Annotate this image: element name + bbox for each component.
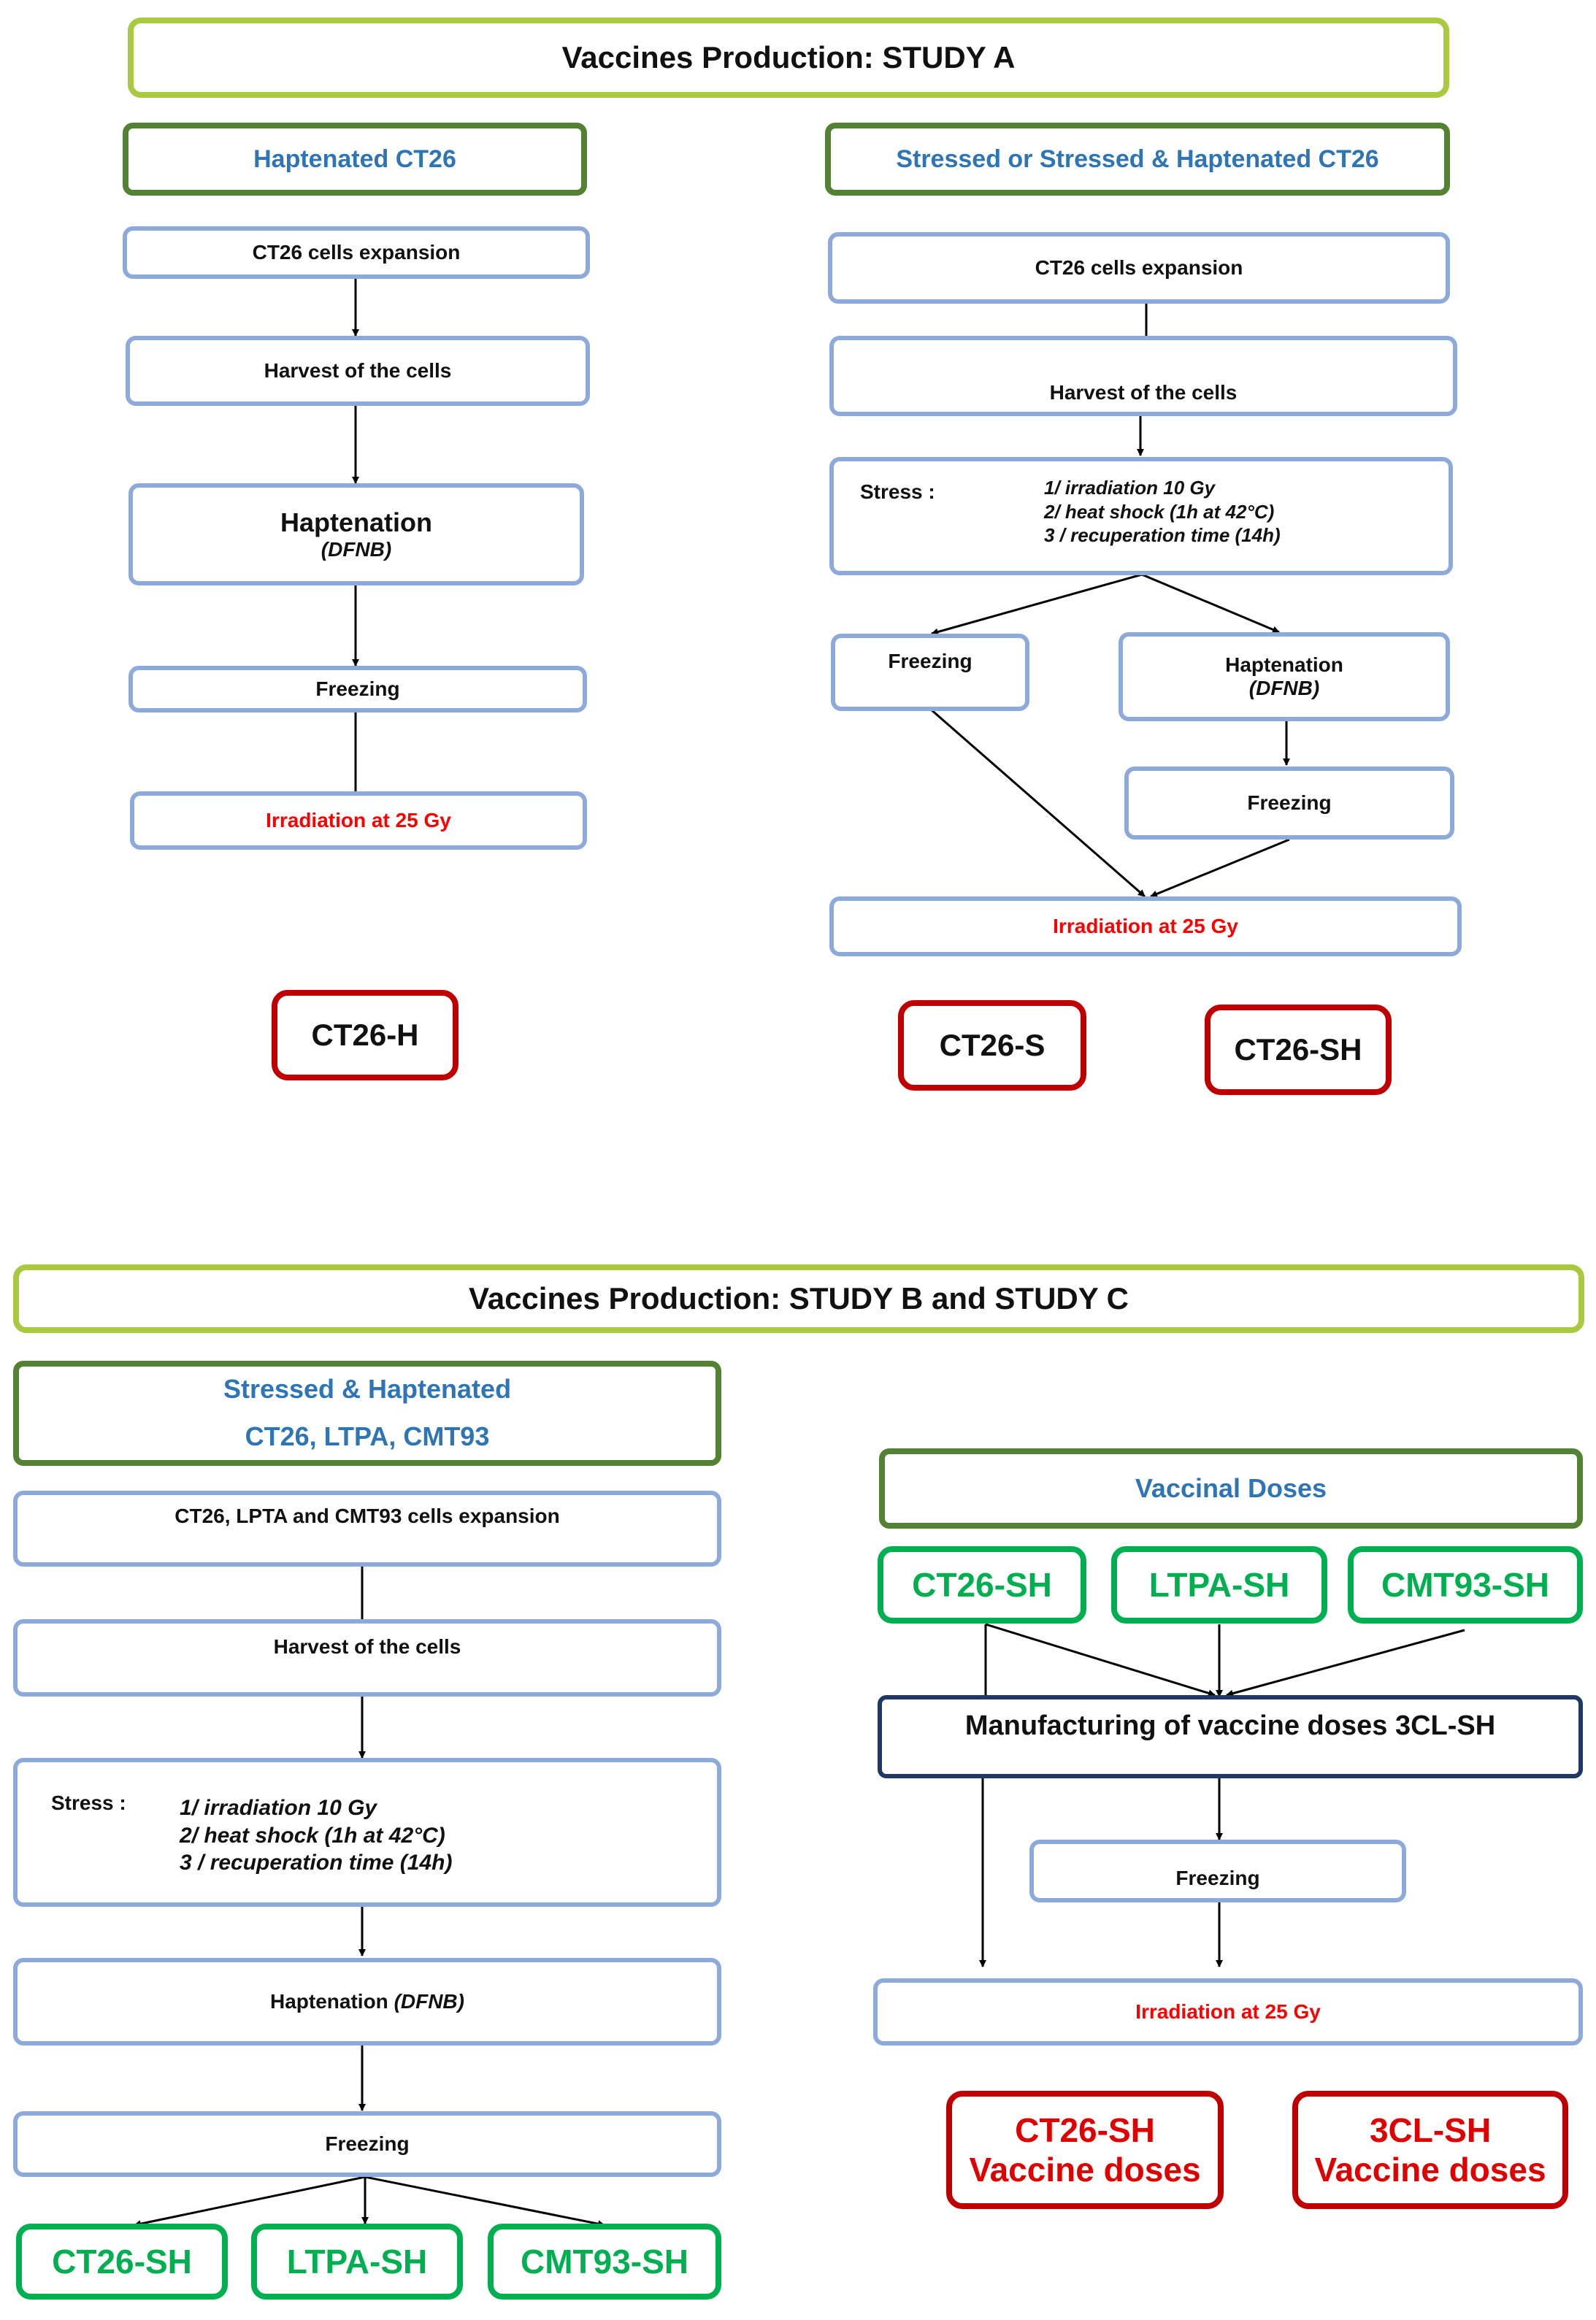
arrow-bc-left-7 <box>364 2175 605 2228</box>
study-a-left-haptenation-text: Haptenation <box>280 507 432 537</box>
study-bc-left-freezing: Freezing <box>13 2111 721 2177</box>
study-bc-stress-step-2: 2/ heat shock (1h at 42°C) <box>180 1823 445 1848</box>
study-bc-left-haptenation: Haptenation (DFNB) <box>13 1958 721 2046</box>
study-a-left-expansion-text: CT26 cells expansion <box>252 241 461 264</box>
study-bc-right-input-cmt93-sh-text: CMT93-SH <box>1381 1566 1550 1604</box>
study-bc-output-ct26-sh-doses: CT26-SH Vaccine doses <box>946 2091 1224 2209</box>
study-a-product-ct26-sh-text: CT26-SH <box>1234 1032 1362 1067</box>
study-a-left-irradiation: Irradiation at 25 Gy <box>130 791 587 850</box>
study-bc-left-header: Stressed & Haptenated CT26, LTPA, CMT93 <box>13 1361 721 1466</box>
study-bc-left-header-line2: CT26, LTPA, CMT93 <box>245 1421 490 1451</box>
arrow-a-right-3 <box>931 573 1143 636</box>
study-a-stress-step-2: 2/ heat shock (1h at 42°C) <box>1044 500 1275 523</box>
study-a-right-freezing-right: Freezing <box>1124 767 1454 840</box>
study-bc-left-product-ltpa-sh: LTPA-SH <box>251 2224 463 2300</box>
arrow-a-right-6 <box>929 707 1146 898</box>
study-a-right-irradiation-text: Irradiation at 25 Gy <box>1053 915 1238 937</box>
arrow-a-right-4 <box>1141 573 1280 634</box>
study-bc-left-expansion: CT26, LPTA and CMT93 cells expansion <box>13 1491 721 1567</box>
study-bc-stress-steps: 1/ irradiation 10 Gy 2/ heat shock (1h a… <box>180 1794 452 1877</box>
study-a-stress-label: Stress : <box>860 480 935 503</box>
study-bc-right-input-ct26-sh: CT26-SH <box>878 1546 1086 1624</box>
study-a-left-header-text: Haptenated CT26 <box>253 145 456 173</box>
study-a-right-irradiation: Irradiation at 25 Gy <box>829 896 1462 956</box>
study-bc-left-expansion-text: CT26, LPTA and CMT93 cells expansion <box>174 1505 560 1527</box>
study-bc-left-freezing-text: Freezing <box>325 2132 410 2155</box>
study-bc-left-header-line1: Stressed & Haptenated <box>223 1374 512 1405</box>
arrow-bc-right-1 <box>985 1623 1216 1697</box>
study-bc-right-input-ltpa-sh-text: LTPA-SH <box>1148 1566 1290 1604</box>
study-bc-right-header: Vaccinal Doses <box>879 1448 1583 1529</box>
study-bc-right-manufacturing-text: Manufacturing of vaccine doses 3CL-SH <box>964 1710 1496 1741</box>
study-bc-right-input-ltpa-sh: LTPA-SH <box>1111 1546 1327 1624</box>
study-a-product-ct26-h: CT26-H <box>272 990 459 1080</box>
study-a-stress-step-3: 3 / recuperation time (14h) <box>1044 524 1281 546</box>
study-a-left-freezing-text: Freezing <box>315 677 400 700</box>
study-bc-left-harvest: Harvest of the cells <box>13 1619 721 1697</box>
study-a-right-stress: Stress : 1/ irradiation 10 Gy 2/ heat sh… <box>829 457 1453 575</box>
study-a-title: Vaccines Production: STUDY A <box>128 18 1449 98</box>
study-a-product-ct26-s: CT26-S <box>898 1000 1086 1091</box>
study-bc-left-product-cmt93-sh: CMT93-SH <box>488 2224 721 2300</box>
study-bc-right-manufacturing: Manufacturing of vaccine doses 3CL-SH <box>878 1695 1583 1778</box>
study-bc-title: Vaccines Production: STUDY B and STUDY C <box>13 1264 1584 1333</box>
arrow-bc-left-5 <box>134 2175 366 2228</box>
study-bc-output-ct26-sh-line1: CT26-SH <box>1015 2111 1155 2149</box>
arrow-a-right-7 <box>1150 838 1290 898</box>
study-a-right-expansion-text: CT26 cells expansion <box>1035 256 1243 279</box>
study-bc-right-freezing-text: Freezing <box>1175 1867 1260 1889</box>
study-a-left-irradiation-text: Irradiation at 25 Gy <box>266 809 451 831</box>
study-bc-stress-label: Stress : <box>51 1791 126 1814</box>
study-bc-left-haptenation-line: Haptenation (DFNB) <box>270 1990 464 2013</box>
study-bc-left-product-ltpa-sh-text: LTPA-SH <box>286 2243 428 2281</box>
study-bc-output-3cl-sh-doses: 3CL-SH Vaccine doses <box>1292 2091 1568 2209</box>
study-a-right-harvest: Harvest of the cells <box>829 336 1457 416</box>
study-a-right-haptenation: Haptenation (DFNB) <box>1119 632 1450 721</box>
study-bc-left-product-ct26-sh-text: CT26-SH <box>52 2243 192 2281</box>
study-bc-output-ct26-sh-line2: Vaccine doses <box>969 2151 1201 2189</box>
study-a-right-haptenation-agent: (DFNB) <box>1248 677 1320 699</box>
study-bc-right-irradiation-text: Irradiation at 25 Gy <box>1135 2000 1321 2023</box>
study-a-title-text: Vaccines Production: STUDY A <box>561 40 1016 74</box>
study-bc-right-input-ct26-sh-text: CT26-SH <box>912 1566 1052 1604</box>
study-a-right-freezing-left-text: Freezing <box>888 650 972 672</box>
study-bc-title-text: Vaccines Production: STUDY B and STUDY C <box>469 1281 1129 1315</box>
arrow-bc-right-3 <box>1226 1629 1465 1697</box>
study-a-left-expansion: CT26 cells expansion <box>123 226 590 279</box>
study-a-right-haptenation-text: Haptenation <box>1225 653 1343 676</box>
study-bc-left-harvest-text: Harvest of the cells <box>273 1635 461 1658</box>
study-bc-right-freezing: Freezing <box>1029 1840 1406 1902</box>
study-bc-right-input-cmt93-sh: CMT93-SH <box>1348 1546 1583 1624</box>
study-a-left-haptenation: Haptenation (DFNB) <box>128 483 584 585</box>
study-bc-stress-step-3: 3 / recuperation time (14h) <box>180 1851 453 1875</box>
study-a-right-freezing-right-text: Freezing <box>1247 791 1332 814</box>
study-bc-output-3cl-sh-line1: 3CL-SH <box>1369 2111 1492 2149</box>
study-bc-right-header-text: Vaccinal Doses <box>1135 1473 1327 1503</box>
study-a-left-harvest: Harvest of the cells <box>126 336 590 406</box>
study-bc-left-product-ct26-sh: CT26-SH <box>16 2224 228 2300</box>
study-a-stress-steps: 1/ irradiation 10 Gy 2/ heat shock (1h a… <box>1044 476 1281 548</box>
study-a-product-ct26-h-text: CT26-H <box>311 1018 419 1052</box>
study-bc-left-stress: Stress : 1/ irradiation 10 Gy 2/ heat sh… <box>13 1758 721 1907</box>
study-a-right-header-text: Stressed or Stressed & Haptenated CT26 <box>896 145 1379 173</box>
study-bc-left-product-cmt93-sh-text: CMT93-SH <box>520 2243 689 2281</box>
study-bc-output-3cl-sh-line2: Vaccine doses <box>1314 2151 1546 2189</box>
study-a-product-ct26-s-text: CT26-S <box>939 1028 1046 1062</box>
study-a-right-expansion: CT26 cells expansion <box>828 232 1450 304</box>
study-a-right-freezing-left: Freezing <box>831 634 1029 711</box>
study-bc-right-irradiation: Irradiation at 25 Gy <box>873 1978 1583 2046</box>
study-bc-left-haptenation-agent: (DFNB) <box>394 1990 464 2013</box>
study-bc-left-haptenation-text: Haptenation <box>270 1990 388 2013</box>
study-a-left-freezing: Freezing <box>128 666 587 712</box>
study-a-product-ct26-sh: CT26-SH <box>1205 1005 1392 1095</box>
study-a-right-harvest-text: Harvest of the cells <box>1049 381 1238 404</box>
study-a-right-header: Stressed or Stressed & Haptenated CT26 <box>825 123 1450 196</box>
study-a-left-harvest-text: Harvest of the cells <box>264 359 452 382</box>
study-a-stress-step-1: 1/ irradiation 10 Gy <box>1044 477 1216 499</box>
study-a-left-haptenation-agent: (DFNB) <box>321 538 392 561</box>
study-a-left-header: Haptenated CT26 <box>123 123 587 196</box>
study-bc-stress-step-1: 1/ irradiation 10 Gy <box>180 1796 377 1820</box>
